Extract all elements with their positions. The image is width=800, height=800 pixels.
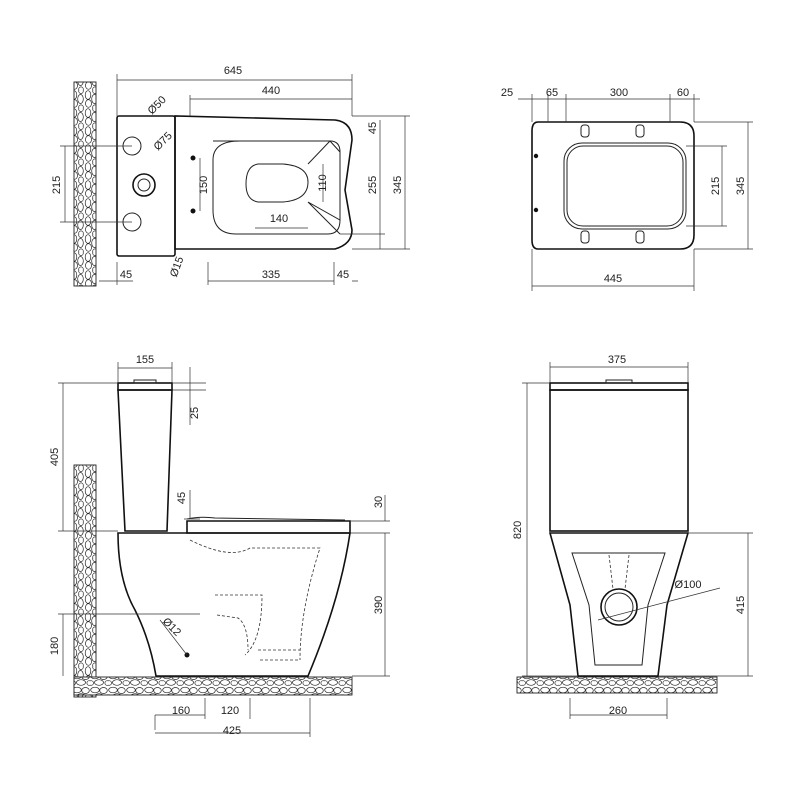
tank-lid-front xyxy=(549,382,689,391)
dim-45-seat-gap: 45 xyxy=(176,492,188,504)
bumper-4 xyxy=(635,230,645,244)
dim-345-top: 345 xyxy=(392,176,404,194)
dim-425: 425 xyxy=(223,725,241,737)
dim-215-left: 215 xyxy=(51,176,63,194)
dim-260: 260 xyxy=(609,705,627,717)
trap-front xyxy=(608,554,630,590)
dim-645: 645 xyxy=(224,65,242,77)
outlet-inner-icon xyxy=(137,178,151,192)
bowl-side xyxy=(117,532,351,677)
dim-lines-side xyxy=(58,362,390,737)
dim-160: 160 xyxy=(172,705,190,717)
seat-side-lid xyxy=(186,516,346,521)
seat-view: 25 65 300 60 215 345 445 xyxy=(501,87,753,291)
seat-side xyxy=(186,520,351,534)
seat-opening xyxy=(563,142,687,230)
dim-phi12: Ø12 xyxy=(160,616,183,639)
dim-120: 120 xyxy=(221,705,239,717)
bumper-3 xyxy=(580,230,590,244)
outlet-front-icon xyxy=(600,588,638,626)
dim-phi15: Ø15 xyxy=(168,255,186,279)
bowl-basin xyxy=(245,163,309,203)
dim-phi75: Ø75 xyxy=(152,130,175,153)
dim-405: 405 xyxy=(49,448,61,466)
dim-390: 390 xyxy=(373,596,385,614)
dim-phi100: Ø100 xyxy=(675,579,702,591)
dim-335: 335 xyxy=(262,269,280,281)
seat-outline xyxy=(531,121,695,250)
dim-215-seat: 215 xyxy=(710,177,722,195)
dim-lines-front xyxy=(522,362,753,719)
tank-lid xyxy=(117,382,173,391)
bowl-front-inner xyxy=(571,552,666,666)
flush-button xyxy=(133,379,157,384)
dim-45-front: 45 xyxy=(337,269,349,281)
floor-side xyxy=(73,676,353,696)
seat-opening-inner xyxy=(566,145,684,227)
floor-front xyxy=(516,676,718,694)
dim-phi50: Ø50 xyxy=(146,94,169,117)
dim-345-seat: 345 xyxy=(735,177,747,195)
dim-255: 255 xyxy=(367,176,379,194)
dim-65-seat: 65 xyxy=(546,87,558,99)
bowl-plan xyxy=(174,115,353,250)
dim-140: 140 xyxy=(270,213,288,225)
dim-25-seat: 25 xyxy=(501,87,513,99)
trap-path xyxy=(189,539,321,661)
side-view: 155 25 405 45 30 390 180 Ø12 160 120 425 xyxy=(49,354,390,737)
wall-side xyxy=(73,464,97,698)
dim-445-seat: 445 xyxy=(604,273,622,285)
dim-415: 415 xyxy=(735,596,747,614)
dim-lines-top xyxy=(60,74,410,285)
water-surface xyxy=(258,649,300,661)
hinge-top-icon xyxy=(533,153,539,159)
dim-45-bottom: 45 xyxy=(120,269,132,281)
outlet-front-inner-icon xyxy=(604,592,634,622)
bowl-front xyxy=(548,532,690,677)
dim-60-seat: 60 xyxy=(677,87,689,99)
bumper-2 xyxy=(635,124,645,138)
tank-front xyxy=(549,389,689,532)
bumper-1 xyxy=(580,124,590,138)
outlet-outer-icon xyxy=(132,173,156,197)
fixing-top-icon xyxy=(190,155,196,161)
dim-150: 150 xyxy=(198,176,210,194)
dim-30: 30 xyxy=(373,496,385,508)
wall-top xyxy=(73,81,97,287)
dim-375: 375 xyxy=(608,354,626,366)
front-view: 375 820 415 Ø100 260 xyxy=(512,354,753,719)
hinge-bottom-icon xyxy=(533,207,539,213)
dim-820: 820 xyxy=(512,521,524,539)
dim-110: 110 xyxy=(317,174,329,192)
dim-180: 180 xyxy=(49,637,61,655)
top-view: 645 440 Ø50 Ø75 215 45 150 Ø15 45 110 25… xyxy=(51,65,410,287)
bowl-rim xyxy=(212,140,341,235)
dim-300-seat: 300 xyxy=(610,87,628,99)
dim-440: 440 xyxy=(262,85,280,97)
fixing-bottom-icon xyxy=(190,208,196,214)
dim-155: 155 xyxy=(136,354,154,366)
flush-button-front xyxy=(605,379,633,384)
bowl-slope-lines xyxy=(213,140,341,235)
dim-lines-seat xyxy=(518,94,753,291)
dim-45-rim: 45 xyxy=(367,122,379,134)
tank-side xyxy=(117,389,173,532)
dim-25-lid: 25 xyxy=(189,407,201,419)
